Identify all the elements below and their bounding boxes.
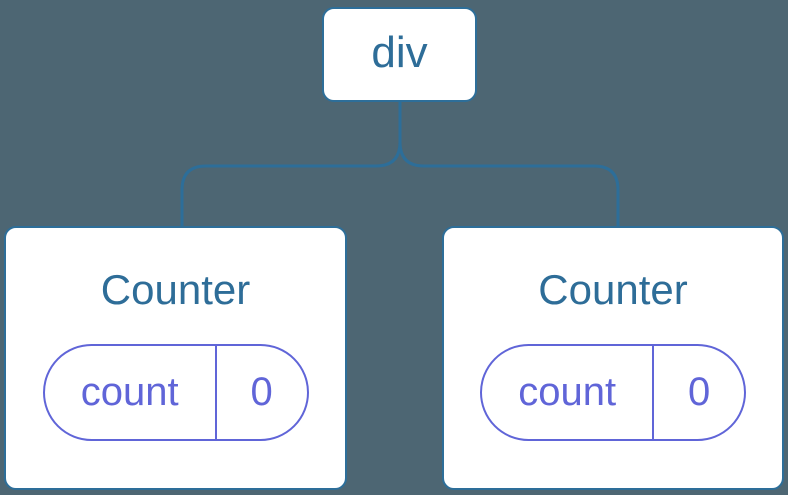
- state-value: 0: [250, 370, 273, 415]
- component-title: Counter: [538, 266, 688, 313]
- state-key-label: count: [482, 346, 655, 440]
- component-card-counter-right: Counter count 0: [442, 226, 784, 490]
- component-title: Counter: [100, 266, 251, 313]
- component-card-counter-left: Counter count 0: [4, 226, 347, 490]
- connector-branch-right: [398, 141, 620, 228]
- state-value: 0: [688, 370, 711, 415]
- state-key-label: count: [45, 346, 217, 440]
- connector-branch-left: [180, 141, 402, 228]
- root-node-label: div: [371, 27, 428, 77]
- state-pill: count 0: [42, 344, 309, 442]
- state-pill: count 0: [480, 344, 746, 442]
- root-node-div: div: [322, 7, 477, 102]
